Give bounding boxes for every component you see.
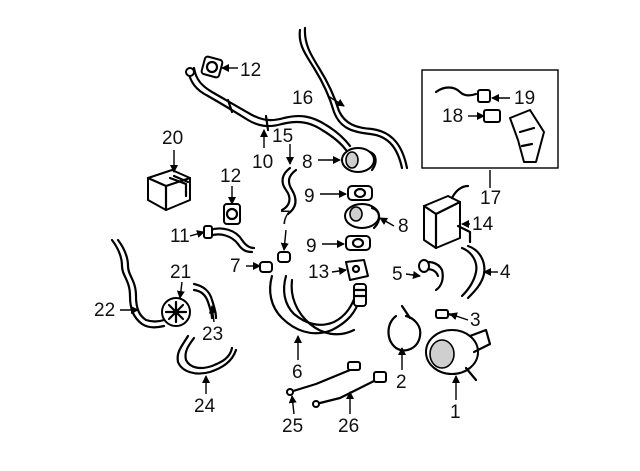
part-2-bracket <box>387 304 422 352</box>
callout-15: 15 <box>272 126 293 147</box>
callout-25: 25 <box>282 416 303 437</box>
callout-13: 13 <box>308 262 329 283</box>
callout-19: 19 <box>514 88 535 109</box>
callout-9-lower: 9 <box>306 236 317 257</box>
part-12-gasket-left <box>223 203 241 225</box>
part-6-tube <box>269 274 368 336</box>
part-8-valve-top <box>341 147 377 173</box>
callout-1: 1 <box>450 402 461 423</box>
callout-12-top: 12 <box>240 60 261 81</box>
callout-24: 24 <box>194 396 216 417</box>
callout-17: 17 <box>480 188 501 209</box>
callout-4: 4 <box>500 262 511 283</box>
part-10-pipe <box>185 66 352 152</box>
part-8-valve-lower <box>344 203 381 230</box>
part-24-hose <box>176 334 238 375</box>
part-9-gasket-lower <box>345 235 371 251</box>
part-11-hose <box>203 225 256 254</box>
callout-8-lower: 8 <box>398 216 409 237</box>
part-20-box <box>146 169 192 212</box>
part-17-group <box>421 69 559 169</box>
callout-12-left: 12 <box>220 166 241 187</box>
part-5-fitting <box>418 259 444 292</box>
callout-7-left: 7 <box>230 256 241 277</box>
part-21-filter <box>161 297 191 327</box>
part-7-clamps <box>259 251 291 273</box>
part-12-gasket-top <box>200 55 224 79</box>
callout-18: 18 <box>442 106 463 127</box>
part-25-harness <box>286 361 361 396</box>
callout-9-top: 9 <box>304 186 315 207</box>
callout-7-top: 7 <box>280 208 291 229</box>
part-3-sensor <box>435 309 458 319</box>
callout-10: 10 <box>252 152 273 173</box>
leader-lines <box>120 64 510 415</box>
callout-11: 11 <box>170 226 190 247</box>
part-22-hose <box>110 238 166 329</box>
callout-26: 26 <box>338 416 359 437</box>
part-14-reservoir <box>422 184 472 250</box>
callout-22: 22 <box>94 300 115 321</box>
callout-2: 2 <box>396 372 407 393</box>
callout-6: 6 <box>292 362 303 383</box>
part-13-bracket <box>345 259 369 281</box>
callout-3: 3 <box>470 310 481 331</box>
part-16-hose <box>298 26 409 170</box>
callout-16: 16 <box>292 88 313 109</box>
part-15-hose <box>280 166 298 216</box>
callout-21: 21 <box>170 262 191 283</box>
callout-5: 5 <box>392 264 403 285</box>
callout-23: 23 <box>202 324 223 345</box>
part-1-pump <box>425 328 492 382</box>
callout-8-top: 8 <box>302 152 313 173</box>
part-26-harness <box>312 371 387 408</box>
part-4-hose <box>460 244 486 300</box>
callout-20: 20 <box>162 128 183 149</box>
part-9-gasket-top <box>347 185 373 201</box>
callout-14: 14 <box>472 214 494 235</box>
